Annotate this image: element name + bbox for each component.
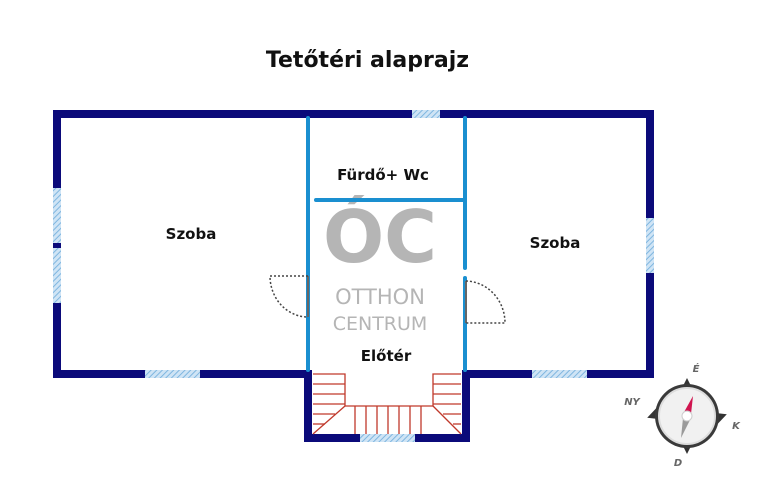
watermark: ÓC OTTHON CENTRUM	[323, 195, 437, 335]
watermark-logo: ÓC	[323, 195, 437, 279]
watermark-line2: CENTRUM	[333, 313, 428, 335]
window	[360, 434, 415, 442]
door-left	[269, 275, 309, 318]
room-label-hallway: Előtér	[361, 347, 412, 365]
window	[145, 370, 200, 378]
compass-north: É	[693, 362, 700, 375]
room-label-bathroom: Fürdő+ Wc	[337, 166, 429, 184]
window	[53, 248, 61, 303]
page-title: Tetőtéri alaprajz	[265, 48, 470, 73]
room-label-left: Szoba	[166, 225, 217, 243]
compass-west: NY	[624, 397, 641, 408]
door-right	[465, 280, 506, 324]
window	[53, 188, 61, 243]
windows	[53, 110, 654, 442]
window	[532, 370, 587, 378]
window	[646, 218, 654, 273]
stairs	[312, 373, 462, 435]
compass-east: K	[732, 421, 741, 432]
outer-wall	[53, 110, 654, 442]
window	[412, 110, 440, 118]
compass-south: D	[674, 458, 682, 469]
compass-icon: É D K NY	[624, 362, 741, 469]
watermark-line1: OTTHON	[335, 285, 425, 309]
room-label-right: Szoba	[530, 234, 581, 252]
